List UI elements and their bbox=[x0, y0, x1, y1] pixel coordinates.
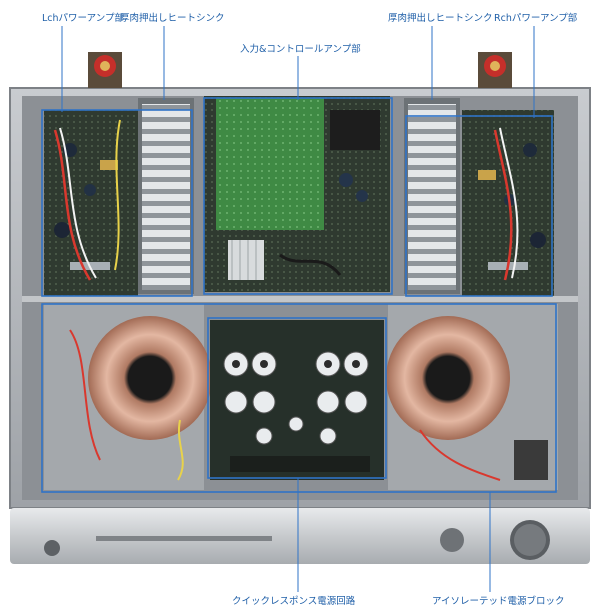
label-heatsink-left: 厚肉押出しヒートシンク bbox=[120, 13, 225, 24]
right-toroidal-transformer bbox=[386, 304, 558, 490]
left-toroidal-transformer bbox=[44, 304, 212, 490]
callout-box-psu bbox=[207, 317, 387, 479]
label-quick-response-psu: クイックレスポンス電源回路 bbox=[232, 596, 356, 607]
callout-box-lch bbox=[41, 109, 193, 297]
internal-divider bbox=[22, 296, 578, 302]
right-heatsink bbox=[404, 98, 460, 294]
label-rch-power-amp: Rchパワーアンプ部 bbox=[494, 13, 578, 24]
quick-response-psu-board bbox=[210, 320, 384, 480]
input-control-board bbox=[204, 96, 390, 292]
left-heatsink bbox=[138, 98, 194, 294]
label-isolated-psu-block: アイソレーテッド電源ブロック bbox=[432, 596, 565, 607]
label-lch-power-amp: Lchパワーアンプ部 bbox=[42, 13, 124, 24]
left-power-amp-board bbox=[44, 110, 138, 296]
callout-box-rch bbox=[405, 115, 553, 297]
callout-box-isolated-psu bbox=[41, 303, 557, 493]
rear-terminals bbox=[88, 52, 512, 88]
right-power-amp-board bbox=[462, 110, 554, 296]
label-input-control-amp: 入力&コントロールアンプ部 bbox=[240, 44, 361, 55]
label-heatsink-right: 厚肉押出しヒートシンク bbox=[388, 13, 493, 24]
front-panel bbox=[10, 508, 590, 564]
